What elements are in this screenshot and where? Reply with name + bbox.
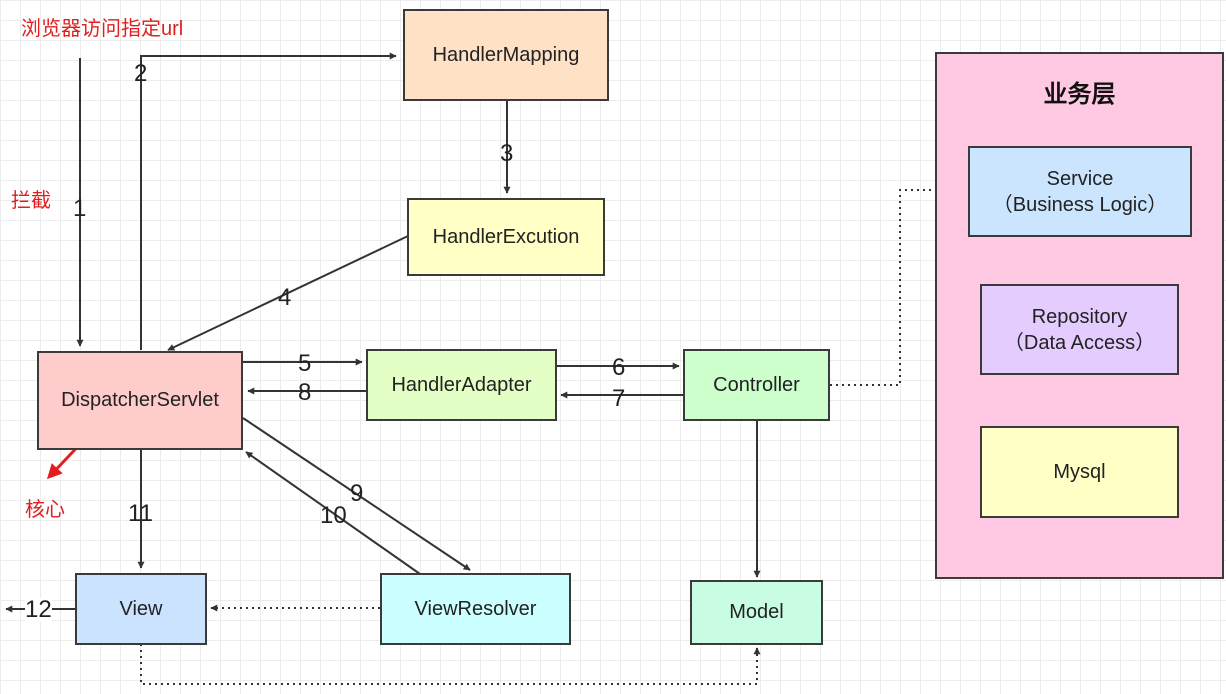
mysql-label: Mysql <box>1053 460 1106 483</box>
step-label-6: 6 <box>612 354 626 381</box>
arrow-9-to-view-resolver <box>242 417 471 571</box>
service-name: Service <box>1046 167 1114 190</box>
arrow-4-to-dispatcher <box>167 235 409 351</box>
dispatcher-servlet-box[interactable]: DispatcherServlet <box>37 351 243 450</box>
dotted-view-to-model <box>140 644 761 685</box>
model-label: Model <box>729 601 784 623</box>
intercept-note: 拦截 <box>11 190 51 212</box>
core-note: 核心 <box>25 499 65 521</box>
repository-desc: （Data Access） <box>1003 331 1156 354</box>
arrow-10-to-dispatcher <box>245 451 421 575</box>
view-box[interactable]: View <box>75 573 207 645</box>
mysql-box[interactable]: Mysql <box>980 426 1179 518</box>
step-label-12: 12 <box>25 596 52 623</box>
handler-adapter-box[interactable]: HandlerAdapter <box>366 349 557 421</box>
service-box[interactable]: Service （Business Logic） <box>968 146 1192 237</box>
view-resolver-label: ViewResolver <box>414 597 537 620</box>
dispatcher-servlet-label: DispatcherServlet <box>61 389 219 411</box>
controller-label: Controller <box>713 373 800 396</box>
controller-box[interactable]: Controller <box>683 349 830 421</box>
view-label: View <box>119 597 163 620</box>
step-label-7: 7 <box>612 385 626 412</box>
view-resolver-box[interactable]: ViewResolver <box>380 573 571 645</box>
arrow-2-to-handler-mapping <box>140 52 397 350</box>
repository-box[interactable]: Repository （Data Access） <box>980 284 1179 375</box>
handler-mapping-box[interactable]: HandlerMapping <box>403 9 609 101</box>
model-box[interactable]: Model <box>690 580 823 645</box>
handler-excution-label: HandlerExcution <box>432 225 580 248</box>
step-label-5: 5 <box>298 350 312 377</box>
step-label-8: 8 <box>298 379 312 406</box>
business-layer-title: 业务层 <box>1043 81 1116 108</box>
step-label-9: 9 <box>350 480 364 507</box>
handler-adapter-label: HandlerAdapter <box>391 373 532 396</box>
handler-excution-box[interactable]: HandlerExcution <box>407 198 605 276</box>
step-label-3: 3 <box>500 140 514 167</box>
service-desc: （Business Logic） <box>992 193 1168 216</box>
step-label-10: 10 <box>320 502 347 529</box>
browser-request-note: 浏览器访问指定url <box>21 18 184 40</box>
repository-name: Repository <box>1031 305 1128 328</box>
step-label-11: 11 <box>128 500 153 527</box>
handler-mapping-label: HandlerMapping <box>432 43 580 66</box>
step-label-4: 4 <box>278 284 292 311</box>
step-label-1: 1 <box>73 195 87 222</box>
step-label-2: 2 <box>134 60 148 87</box>
